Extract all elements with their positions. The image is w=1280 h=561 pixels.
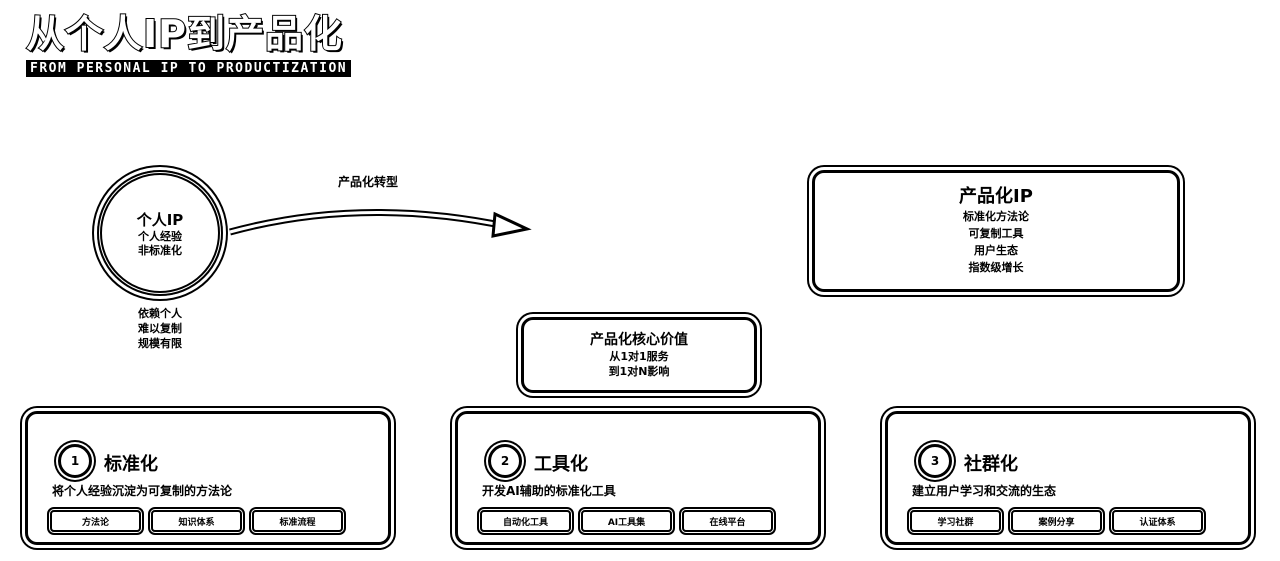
page-subtitle: FROM PERSONAL IP TO PRODUCTIZATION: [26, 60, 352, 77]
tag: 自动化工具: [480, 510, 571, 532]
personal-ip-note: 依赖个人: [138, 307, 182, 320]
transition-label: 产品化转型: [338, 175, 399, 189]
tag: 标准流程: [252, 510, 343, 532]
card-toolization: 2 工具化 开发AI辅助的标准化工具 自动化工具 AI工具集 在线平台: [455, 411, 821, 545]
personal-ip-note: 难以复制: [138, 322, 182, 335]
tag: 在线平台: [682, 510, 773, 532]
card-title: 工具化: [534, 454, 588, 475]
core-value-line: 从1对1服务: [609, 350, 669, 363]
tag: 方法论: [50, 510, 141, 532]
card-title: 社群化: [964, 454, 1018, 475]
card-description: 建立用户学习和交流的生态: [912, 484, 1057, 498]
tag: AI工具集: [581, 510, 672, 532]
tag: 学习社群: [910, 510, 1001, 532]
personal-ip-note: 规模有限: [138, 337, 182, 350]
card-tags: 学习社群 案例分享 认证体系: [910, 510, 1203, 532]
step-number-badge: 3: [918, 444, 952, 478]
tag: 案例分享: [1011, 510, 1102, 532]
transition-arrow-icon: [229, 208, 532, 238]
tag: 认证体系: [1112, 510, 1203, 532]
personal-ip-title: 个人IP: [136, 210, 184, 229]
tag: 知识体系: [151, 510, 242, 532]
step-number-badge: 2: [488, 444, 522, 478]
card-tags: 自动化工具 AI工具集 在线平台: [480, 510, 773, 532]
card-description: 将个人经验沉淀为可复制的方法论: [52, 484, 233, 498]
page-title: 从个人IP到产品化: [25, 11, 343, 57]
productized-ip-line: 可复制工具: [968, 227, 1024, 240]
personal-ip-notes: 依赖个人 难以复制 规模有限: [120, 306, 200, 351]
personal-ip-node: 个人IP 个人经验 非标准化: [97, 170, 223, 296]
personal-ip-line: 个人经验: [138, 229, 182, 243]
productized-ip-title: 产品化IP: [959, 186, 1033, 207]
core-value-title: 产品化核心价值: [590, 332, 688, 348]
card-standardization: 1 标准化 将个人经验沉淀为可复制的方法论 方法论 知识体系 标准流程: [25, 411, 391, 545]
productized-ip-line: 用户生态: [974, 244, 1018, 257]
card-title: 标准化: [104, 454, 158, 475]
productized-ip-line: 指数级增长: [968, 261, 1024, 274]
productized-ip-line: 标准化方法论: [963, 210, 1029, 223]
productized-ip-node: 产品化IP 标准化方法论 可复制工具 用户生态 指数级增长: [812, 170, 1180, 292]
card-community: 3 社群化 建立用户学习和交流的生态 学习社群 案例分享 认证体系: [885, 411, 1251, 545]
personal-ip-line: 非标准化: [138, 243, 182, 257]
step-number-badge: 1: [58, 444, 92, 478]
core-value-node: 产品化核心价值 从1对1服务 到1对N影响: [521, 317, 757, 393]
card-description: 开发AI辅助的标准化工具: [482, 484, 616, 498]
core-value-line: 到1对N影响: [608, 365, 670, 378]
card-tags: 方法论 知识体系 标准流程: [50, 510, 343, 532]
